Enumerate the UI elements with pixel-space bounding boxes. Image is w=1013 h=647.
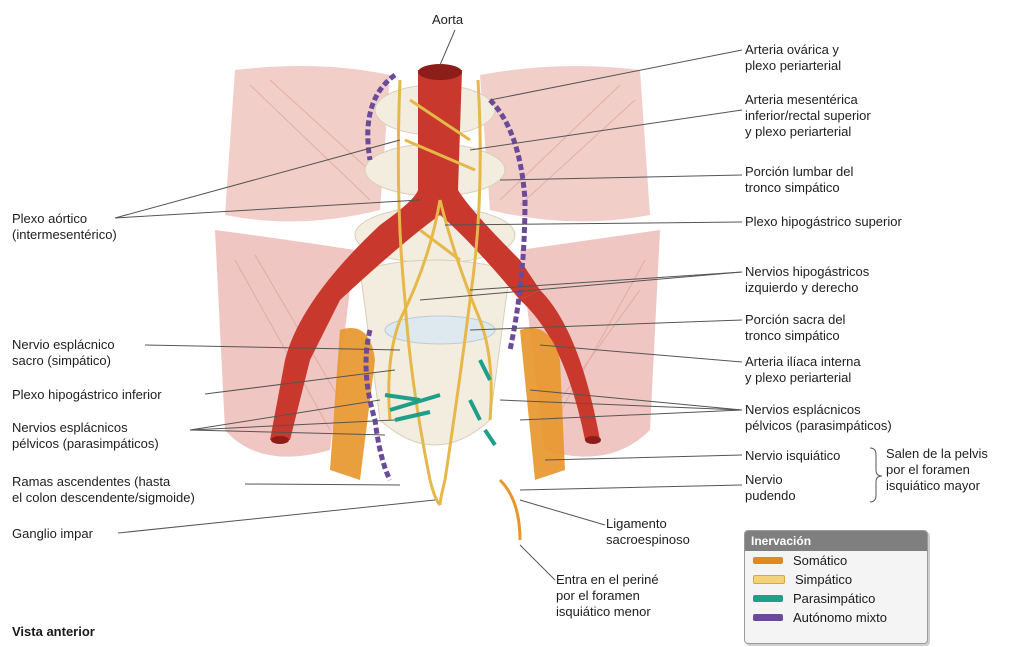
label-esplacnico-sacro-line2: sacro (simpático) xyxy=(12,353,115,369)
label-mesenterica-line2: inferior/rectal superior xyxy=(745,108,871,124)
label-ramas-line2: el colon descendente/sigmoide) xyxy=(12,490,195,506)
label-hipogastricos-line2: izquierdo y derecho xyxy=(745,280,869,296)
label-esplacnicos-left-line2: pélvicos (parasimpáticos) xyxy=(12,436,159,452)
label-sacra-line1: Porción sacra del xyxy=(745,312,845,328)
label-ramas: Ramas ascendentes (hasta el colon descen… xyxy=(12,474,195,506)
label-mesenterica: Arteria mesentérica inferior/rectal supe… xyxy=(745,92,871,140)
legend-label-parasympathetic: Parasimpático xyxy=(793,591,875,606)
label-esplacnicos-right-line2: pélvicos (parasimpáticos) xyxy=(745,418,892,434)
label-aortico-line1: Plexo aórtico xyxy=(12,211,117,227)
legend: Inervación Somático Simpático Parasimpát… xyxy=(744,530,928,644)
label-ovarica-line2: plexo periarterial xyxy=(745,58,841,74)
label-hipogastricos-line1: Nervios hipogástricos xyxy=(745,264,869,280)
label-esplacnicos-left-line1: Nervios esplácnicos xyxy=(12,420,159,436)
label-lumbar: Porción lumbar del tronco simpático xyxy=(745,164,853,196)
label-mesenterica-line1: Arteria mesentérica xyxy=(745,92,871,108)
label-sacra-line2: tronco simpático xyxy=(745,328,845,344)
legend-item-mixed: Autónomo mixto xyxy=(745,608,927,627)
brace xyxy=(870,448,882,502)
label-iliaca: Arteria ilíaca interna y plexo periarter… xyxy=(745,354,861,386)
label-hipogastrico-sup: Plexo hipogástrico superior xyxy=(745,214,902,230)
legend-label-mixed: Autónomo mixto xyxy=(793,610,887,625)
label-isquiatico: Nervio isquiático xyxy=(745,448,840,464)
label-ligamento: Ligamento sacroespinoso xyxy=(606,516,690,548)
label-esplacnicos-left: Nervios esplácnicos pélvicos (parasimpát… xyxy=(12,420,159,452)
label-perine-line1: Entra en el periné xyxy=(556,572,659,588)
label-ligamento-line2: sacroespinoso xyxy=(606,532,690,548)
legend-swatch-mixed xyxy=(753,614,783,621)
label-aortico-line2: (intermesentérico) xyxy=(12,227,117,243)
label-aorta: Aorta xyxy=(432,12,463,28)
label-esplacnicos-right-line1: Nervios esplácnicos xyxy=(745,402,892,418)
label-isquiatico-text: Nervio isquiático xyxy=(745,448,840,464)
label-lumbar-line1: Porción lumbar del xyxy=(745,164,853,180)
label-ganglio-text: Ganglio impar xyxy=(12,526,93,542)
label-pudendo-line2: pudendo xyxy=(745,488,796,504)
label-lumbar-line2: tronco simpático xyxy=(745,180,853,196)
label-esplacnicos-right: Nervios esplácnicos pélvicos (parasimpát… xyxy=(745,402,892,434)
label-ramas-line1: Ramas ascendentes (hasta xyxy=(12,474,195,490)
label-pudendo-line1: Nervio xyxy=(745,472,796,488)
label-ganglio: Ganglio impar xyxy=(12,526,93,542)
label-brace-note: Salen de la pelvis por el foramen isquiá… xyxy=(886,446,988,494)
label-perine-line3: isquiático menor xyxy=(556,604,659,620)
label-sacra: Porción sacra del tronco simpático xyxy=(745,312,845,344)
label-hipogastricos: Nervios hipogástricos izquierdo y derech… xyxy=(745,264,869,296)
label-iliaca-line1: Arteria ilíaca interna xyxy=(745,354,861,370)
legend-label-somatic: Somático xyxy=(793,553,847,568)
legend-swatch-parasympathetic xyxy=(753,595,783,602)
label-iliaca-line2: y plexo periarterial xyxy=(745,370,861,386)
label-brace-note-line3: isquiático mayor xyxy=(886,478,988,494)
legend-item-parasympathetic: Parasimpático xyxy=(745,589,927,608)
label-ovarica-line1: Arteria ovárica y xyxy=(745,42,841,58)
legend-label-sympathetic: Simpático xyxy=(795,572,852,587)
label-hipogastrico-sup-text: Plexo hipogástrico superior xyxy=(745,214,902,230)
label-aortico: Plexo aórtico (intermesentérico) xyxy=(12,211,117,243)
label-perine-line2: por el foramen xyxy=(556,588,659,604)
label-brace-note-line2: por el foramen xyxy=(886,462,988,478)
label-aorta-text: Aorta xyxy=(432,12,463,28)
legend-title: Inervación xyxy=(745,531,927,551)
legend-swatch-sympathetic xyxy=(753,575,785,584)
label-mesenterica-line3: y plexo periarterial xyxy=(745,124,871,140)
label-ligamento-line1: Ligamento xyxy=(606,516,690,532)
label-hipogastrico-inf: Plexo hipogástrico inferior xyxy=(12,387,162,403)
label-esplacnico-sacro: Nervio esplácnico sacro (simpático) xyxy=(12,337,115,369)
label-ovarica: Arteria ovárica y plexo periarterial xyxy=(745,42,841,74)
legend-item-sympathetic: Simpático xyxy=(745,570,927,589)
label-hipogastrico-inf-text: Plexo hipogástrico inferior xyxy=(12,387,162,403)
label-perine: Entra en el periné por el foramen isquiá… xyxy=(556,572,659,620)
legend-item-somatic: Somático xyxy=(745,551,927,570)
label-pudendo: Nervio pudendo xyxy=(745,472,796,504)
pudendal-nerve xyxy=(500,480,520,540)
legend-swatch-somatic xyxy=(753,557,783,564)
label-esplacnico-sacro-line1: Nervio esplácnico xyxy=(12,337,115,353)
view-label: Vista anterior xyxy=(12,624,95,639)
label-brace-note-line1: Salen de la pelvis xyxy=(886,446,988,462)
